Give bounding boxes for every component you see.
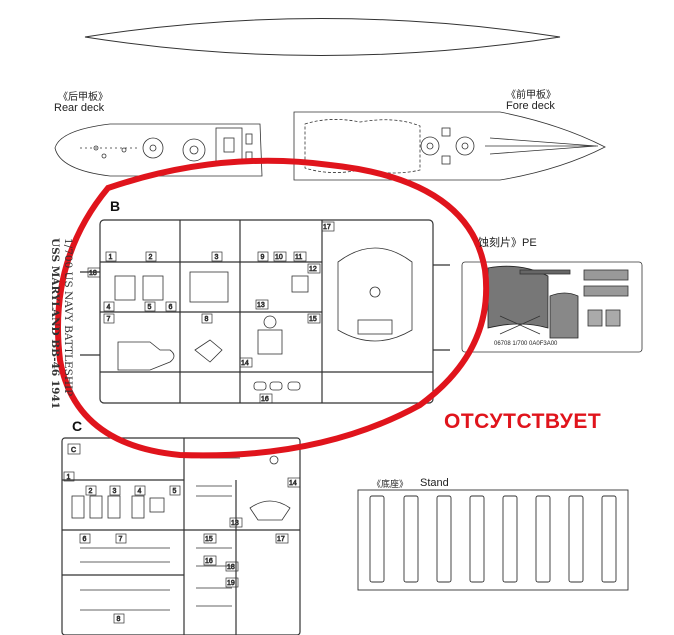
svg-text:4: 4 bbox=[107, 304, 111, 311]
svg-text:1: 1 bbox=[67, 474, 71, 481]
svg-text:C: C bbox=[71, 447, 76, 454]
svg-text:12: 12 bbox=[309, 266, 317, 273]
photo-etch-fret bbox=[461, 261, 643, 353]
sprue-b-part-numbers: 1 2 3 4 5 6 7 8 9 10 11 12 13 14 15 16 1… bbox=[87, 221, 335, 404]
svg-text:19: 19 bbox=[227, 580, 235, 587]
svg-text:11: 11 bbox=[295, 254, 302, 261]
svg-text:7: 7 bbox=[119, 536, 123, 543]
sprue-b-parts bbox=[114, 247, 413, 391]
svg-text:14: 14 bbox=[289, 480, 297, 487]
svg-text:5: 5 bbox=[173, 488, 177, 495]
svg-text:17: 17 bbox=[277, 536, 285, 543]
svg-text:5: 5 bbox=[148, 304, 152, 311]
pe-code: 06708 1/700 0A0F3A00 bbox=[494, 341, 558, 347]
sprue-b-label: B bbox=[110, 198, 121, 214]
svg-text:6: 6 bbox=[169, 304, 173, 311]
svg-text:4: 4 bbox=[138, 488, 142, 495]
svg-text:10: 10 bbox=[275, 254, 283, 261]
sprue-c-label: C bbox=[72, 418, 83, 434]
svg-text:1: 1 bbox=[109, 254, 113, 261]
svg-text:13: 13 bbox=[257, 302, 265, 309]
svg-text:8: 8 bbox=[205, 316, 209, 323]
svg-text:15: 15 bbox=[205, 536, 213, 543]
sprue-b-frame bbox=[80, 219, 450, 404]
svg-text:16: 16 bbox=[261, 396, 269, 403]
svg-text:6: 6 bbox=[83, 536, 87, 543]
svg-text:2: 2 bbox=[149, 254, 153, 261]
fore-deck-label-en: Fore deck bbox=[506, 100, 555, 112]
svg-text:16: 16 bbox=[205, 558, 213, 565]
stand-drawing bbox=[357, 489, 629, 591]
box-side-line1: 1/700 US NAVY BATTLESHIP bbox=[62, 238, 74, 397]
box-side-text: 1/700 US NAVY BATTLESHIP USS MARYLAND BB… bbox=[46, 238, 86, 409]
sprue-c-frame bbox=[61, 437, 301, 635]
svg-text:18: 18 bbox=[89, 270, 97, 277]
pe-label: 蚀刻片》PE bbox=[478, 237, 537, 249]
sprue-c-parts bbox=[71, 455, 291, 611]
svg-text:13: 13 bbox=[231, 520, 239, 527]
highlight-ellipse bbox=[55, 157, 490, 459]
svg-text:14: 14 bbox=[241, 360, 249, 367]
svg-text:15: 15 bbox=[309, 316, 317, 323]
missing-notice: ОТСУТСТВУЕТ bbox=[444, 410, 602, 433]
sprue-c-part-numbers: C 1 2 3 4 5 6 7 8 13 14 15 16 17 18 19 bbox=[63, 443, 301, 624]
fore-deck-label-cn: 《前甲板》 bbox=[506, 90, 556, 101]
rear-deck-label-cn: 《后甲板》 bbox=[58, 92, 108, 103]
rear-deck-drawing bbox=[54, 123, 263, 177]
stand-label-en: Stand bbox=[420, 477, 449, 489]
fore-deck-drawing bbox=[293, 111, 606, 181]
svg-text:7: 7 bbox=[107, 316, 111, 323]
svg-text:2: 2 bbox=[89, 488, 93, 495]
hull-outline bbox=[84, 18, 561, 56]
svg-text:18: 18 bbox=[227, 564, 235, 571]
box-side-line2: USS MARYLAND BB-46 1941 bbox=[49, 238, 61, 410]
svg-text:9: 9 bbox=[261, 254, 265, 261]
svg-text:17: 17 bbox=[323, 224, 331, 231]
svg-text:8: 8 bbox=[117, 616, 121, 623]
svg-text:3: 3 bbox=[215, 254, 219, 261]
svg-text:3: 3 bbox=[113, 488, 117, 495]
rear-deck-label-en: Rear deck bbox=[54, 102, 105, 114]
stand-label-cn: 《底座》 bbox=[372, 479, 409, 489]
